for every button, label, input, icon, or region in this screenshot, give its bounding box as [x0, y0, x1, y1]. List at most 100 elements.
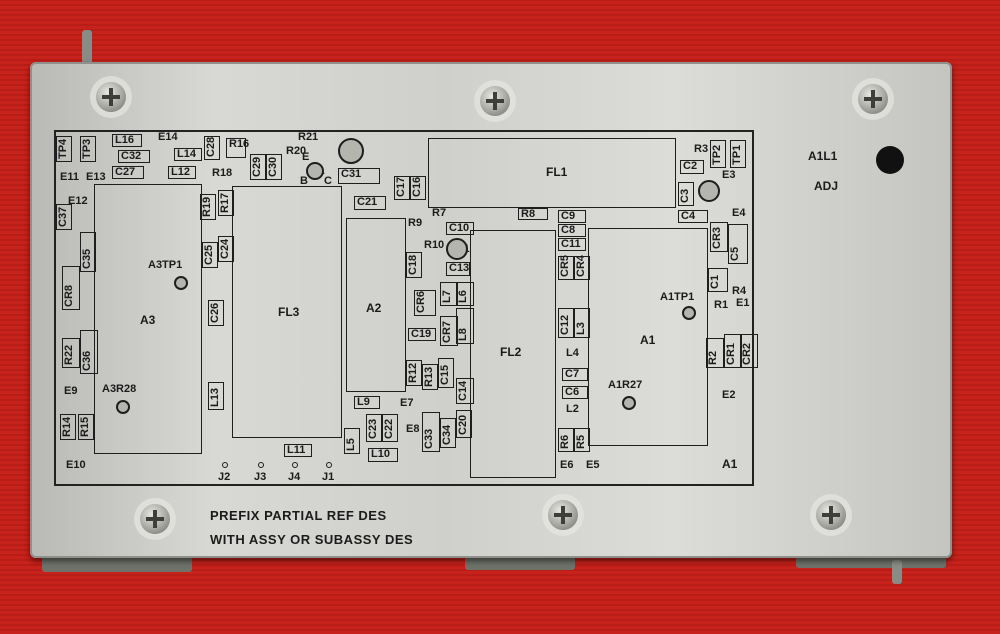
component-c21-outline	[354, 196, 386, 210]
component-c1-outline	[708, 268, 728, 292]
component-r21-label: R21	[298, 131, 319, 143]
component-c22-label: C22	[383, 418, 395, 439]
footer-note-line-2: WITH ASSY OR SUBASSY DES	[210, 532, 414, 547]
component-c31-outline	[338, 168, 380, 184]
block-a3-label: A3	[140, 313, 156, 327]
standoff-screw-top-left	[82, 30, 92, 64]
component-cr8-label: CR8	[63, 284, 75, 307]
component-c19-outline	[408, 328, 436, 341]
component-r2-label: R2	[707, 350, 719, 365]
component-cr1-outline	[724, 334, 742, 368]
component-c25-label: C25	[203, 244, 215, 265]
component-c16-outline	[410, 176, 426, 200]
component-c-label: C	[324, 175, 332, 187]
block-a2	[346, 218, 406, 392]
component-e12-label: E12	[68, 195, 88, 207]
component-c37-label: C37	[57, 206, 69, 227]
test-point-a3tp1-icon	[174, 276, 188, 290]
component-c18-label: C18	[407, 254, 419, 275]
component-tp2-label: TP2	[711, 144, 723, 165]
component-r19-label: R19	[201, 196, 213, 217]
component-tp3-label: TP3	[81, 138, 93, 159]
component-c23-outline	[366, 414, 382, 442]
component-c12-outline	[558, 308, 574, 338]
component-c18-outline	[406, 252, 422, 278]
test-point-a1r27-label: A1R27	[608, 379, 643, 391]
component-tp3-outline	[80, 136, 96, 162]
component-e1-label: E1	[736, 297, 750, 309]
block-a1-label: A1	[640, 333, 656, 347]
component-c35-label: C35	[81, 248, 93, 269]
adjust-access-hole	[876, 146, 904, 174]
inductor-l1-icon	[698, 180, 720, 202]
component-r8-outline	[518, 208, 548, 220]
component-c28-label: C28	[205, 136, 217, 157]
component-e5-label: E5	[586, 459, 600, 471]
component-r13-label: R13	[423, 366, 435, 387]
component-tp4-label: TP4	[57, 138, 69, 159]
block-fl1-label: FL1	[546, 165, 568, 179]
connector-j4-label: J4	[288, 471, 301, 483]
component-l13-label: L13	[209, 388, 221, 407]
adjust-label-line-2: ADJ	[814, 179, 839, 193]
component-l11-label: L11	[287, 444, 306, 456]
component-l10-label: L10	[371, 448, 390, 460]
component-l13-outline	[208, 382, 224, 410]
component-c27-outline	[112, 166, 144, 179]
test-point-a3r28-label: A3R28	[102, 383, 137, 395]
component-l9-label: L9	[357, 396, 370, 408]
component-c25-outline	[202, 242, 218, 268]
block-a2-label: A2	[366, 301, 382, 315]
inductor-l15-icon	[338, 138, 364, 164]
component-l11-outline	[284, 444, 312, 457]
component-l12-label: L12	[171, 166, 190, 178]
component-tp1-outline	[730, 140, 746, 168]
component-r22-outline	[62, 338, 80, 368]
connector-j2-label: J2	[218, 471, 231, 483]
screw-bottom-left-icon	[140, 504, 170, 534]
component-e11-label: E11	[60, 171, 79, 183]
screw-top-right-icon	[858, 84, 888, 114]
component-tp1-label: TP1	[731, 144, 743, 165]
component-r22-label: R22	[63, 344, 75, 365]
screw-bottom-right-icon	[816, 500, 846, 530]
component-l8-outline	[456, 308, 474, 344]
standoff-screw-bottom-right	[892, 560, 902, 584]
transistor-q1-icon	[306, 162, 324, 180]
component-c20-label: C20	[457, 414, 469, 435]
connector-j3-pad	[258, 462, 264, 468]
component-r16-outline	[226, 138, 246, 158]
aluminum-cover-plate	[30, 62, 952, 558]
component-r14-label: R14	[61, 416, 73, 437]
component-cr6-label: CR6	[415, 290, 427, 313]
resistor-r11-icon	[446, 238, 468, 260]
block-a3	[94, 184, 202, 454]
component-l14-label: L14	[177, 148, 196, 160]
component-c2-label: C2	[683, 160, 698, 172]
component-l6-outline	[456, 282, 474, 306]
connector-j1-label: J1	[322, 471, 335, 483]
component-c8-outline	[558, 224, 586, 237]
component-c1-label: C1	[709, 274, 721, 289]
component-l3-outline	[574, 308, 590, 338]
component-r9-label: R9	[408, 217, 423, 229]
component-r17-outline	[218, 190, 234, 216]
component-c23-label: C23	[367, 418, 379, 439]
component-r13-outline	[422, 364, 438, 390]
component-e2-label: E2	[722, 389, 736, 401]
component-c10-outline	[446, 222, 474, 235]
component-cr1-label: CR1	[725, 342, 737, 365]
component-cr5-outline	[558, 256, 574, 280]
component-c29-outline	[250, 154, 266, 180]
component-c12-label: C12	[559, 314, 571, 335]
component-l16-outline	[112, 134, 142, 147]
adjust-label-line-1: A1L1	[808, 149, 838, 163]
component-l8-label: L8	[457, 328, 469, 341]
component-l16-label: L16	[115, 134, 134, 146]
component-c15-outline	[438, 358, 454, 388]
component-c8-label: C8	[561, 224, 576, 236]
component-l9-outline	[354, 396, 380, 409]
component-c11-label: C11	[561, 238, 581, 250]
component-e9-label: E9	[64, 385, 78, 397]
test-point-a3r28-icon	[116, 400, 130, 414]
